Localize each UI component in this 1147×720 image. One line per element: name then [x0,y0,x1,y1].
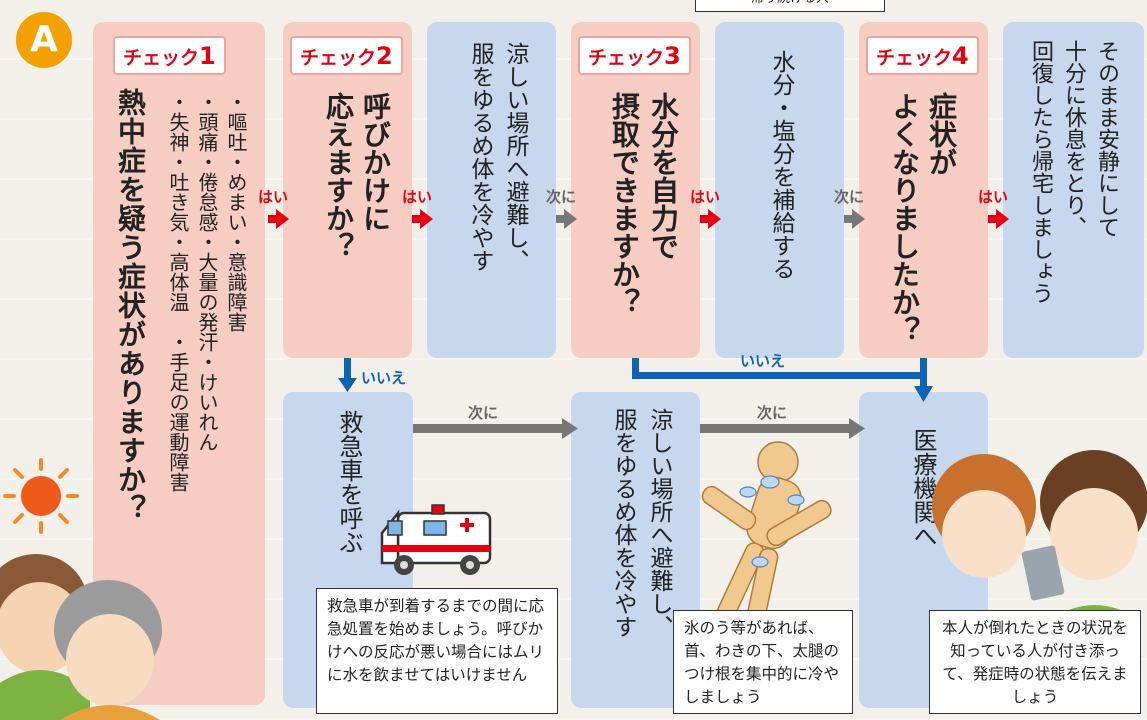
action-cool2-line1: 涼しい場所へ避難し、 [646,408,672,638]
next-arrow-1 [556,209,577,229]
yes-label-3: はい [690,188,721,206]
ice-pack-icons [739,475,805,568]
check4-box [859,22,988,358]
check2-question-line1: 呼びかけに [359,92,392,232]
check2-box [283,22,412,358]
cooling-figure-illustration [701,441,832,639]
action-rest-line3: 回復したら帰宅しましょう [1028,40,1053,304]
ambulance-icon [380,504,492,575]
check1-symptom-line3: ・失神・吐き気・高体温 ・手足の運動障害 [166,92,190,492]
next-arrow-3 [413,418,578,439]
no-arrow-check3-check4 [632,358,933,402]
yes-arrow-1 [268,209,289,229]
action-water-text: 水分・塩分を補給する [768,50,794,280]
yes-label-1: はい [258,188,289,206]
check4-label-text: チェック [876,47,953,69]
check1-symptom-line2: ・頭痛・倦怠感・大量の発汗・けいれん [195,92,219,452]
next-label-2: 次に [834,188,865,206]
action-cool2-line2: 服をゆるめ体を冷やす [610,408,636,638]
no-arrow-check2 [338,358,357,392]
check4-label: チェック4 [866,36,979,75]
ambulance-text: 救急車を呼ぶ [335,410,363,554]
check3-question-line2: 摂取できますか？ [608,92,641,316]
check3-label-text: チェック [588,47,665,69]
next-arrow-4 [700,418,865,439]
check2-label-num: 2 [376,42,393,70]
no-label-1: いいえ [361,369,407,387]
check1-label: チェック1 [113,36,226,75]
check4-question-line2: よくなりましたか？ [888,92,921,344]
action-cool-line1: 涼しい場所へ避難し、 [502,42,528,272]
yes-label-4: はい [978,188,1009,206]
action-water-box [715,22,844,358]
check2-label-text: チェック [300,47,377,69]
action-rest-line1: そのまま安静にして [1094,40,1119,238]
check1-symptom-line1: ・嘔吐・めまい・意識障害 [224,92,248,332]
check1-question: 熱中症を疑う症状がありますか？ [114,88,147,523]
elderly-people-illustration [0,554,162,720]
check1-label-text: チェック [123,47,200,69]
next-label-1: 次に [546,188,577,206]
next-label-3: 次に [468,404,499,422]
yes-label-2: はい [402,188,433,206]
sun-icon [3,458,79,534]
note-companion: 本人が倒れたときの状況を知っている人が付き添って、発症時の状態を伝えましょう [929,610,1141,714]
yes-arrow-2 [412,209,433,229]
section-badge: A [16,12,72,68]
yes-arrow-4 [988,209,1009,229]
check2-label: チェック2 [290,36,403,75]
next-arrow-2 [844,209,865,229]
hospital-text: 医療機関へ [909,428,937,548]
action-rest-line2: 十分に休息をとり、 [1061,40,1086,238]
no-label-2: いいえ [740,352,786,370]
check3-question-line1: 水分を自力で [647,92,680,260]
top-note: 滞り続ける人 [695,0,885,12]
action-rest-box [1003,22,1144,358]
check3-box [571,22,700,358]
check2-question-line2: 応えますか？ [322,92,355,260]
yes-arrow-3 [700,209,721,229]
check1-label-num: 1 [199,42,216,70]
check3-label: チェック3 [578,36,691,75]
check4-label-num: 4 [952,42,969,70]
action-cool-line2: 服をゆるめ体を冷やす [467,42,493,272]
action-cool-box [427,22,556,358]
note-ambulance: 救急車が到着するまでの間に応急処置を始めましょう。呼びかけへの反応が悪い場合には… [316,588,558,714]
check3-label-num: 3 [664,42,681,70]
check4-question-line1: 症状が [925,92,958,176]
next-label-4: 次に [757,404,788,422]
note-ice: 氷のう等があれば、首、わきの下、太腿のつけ根を集中的に冷やしましょう [673,610,853,714]
